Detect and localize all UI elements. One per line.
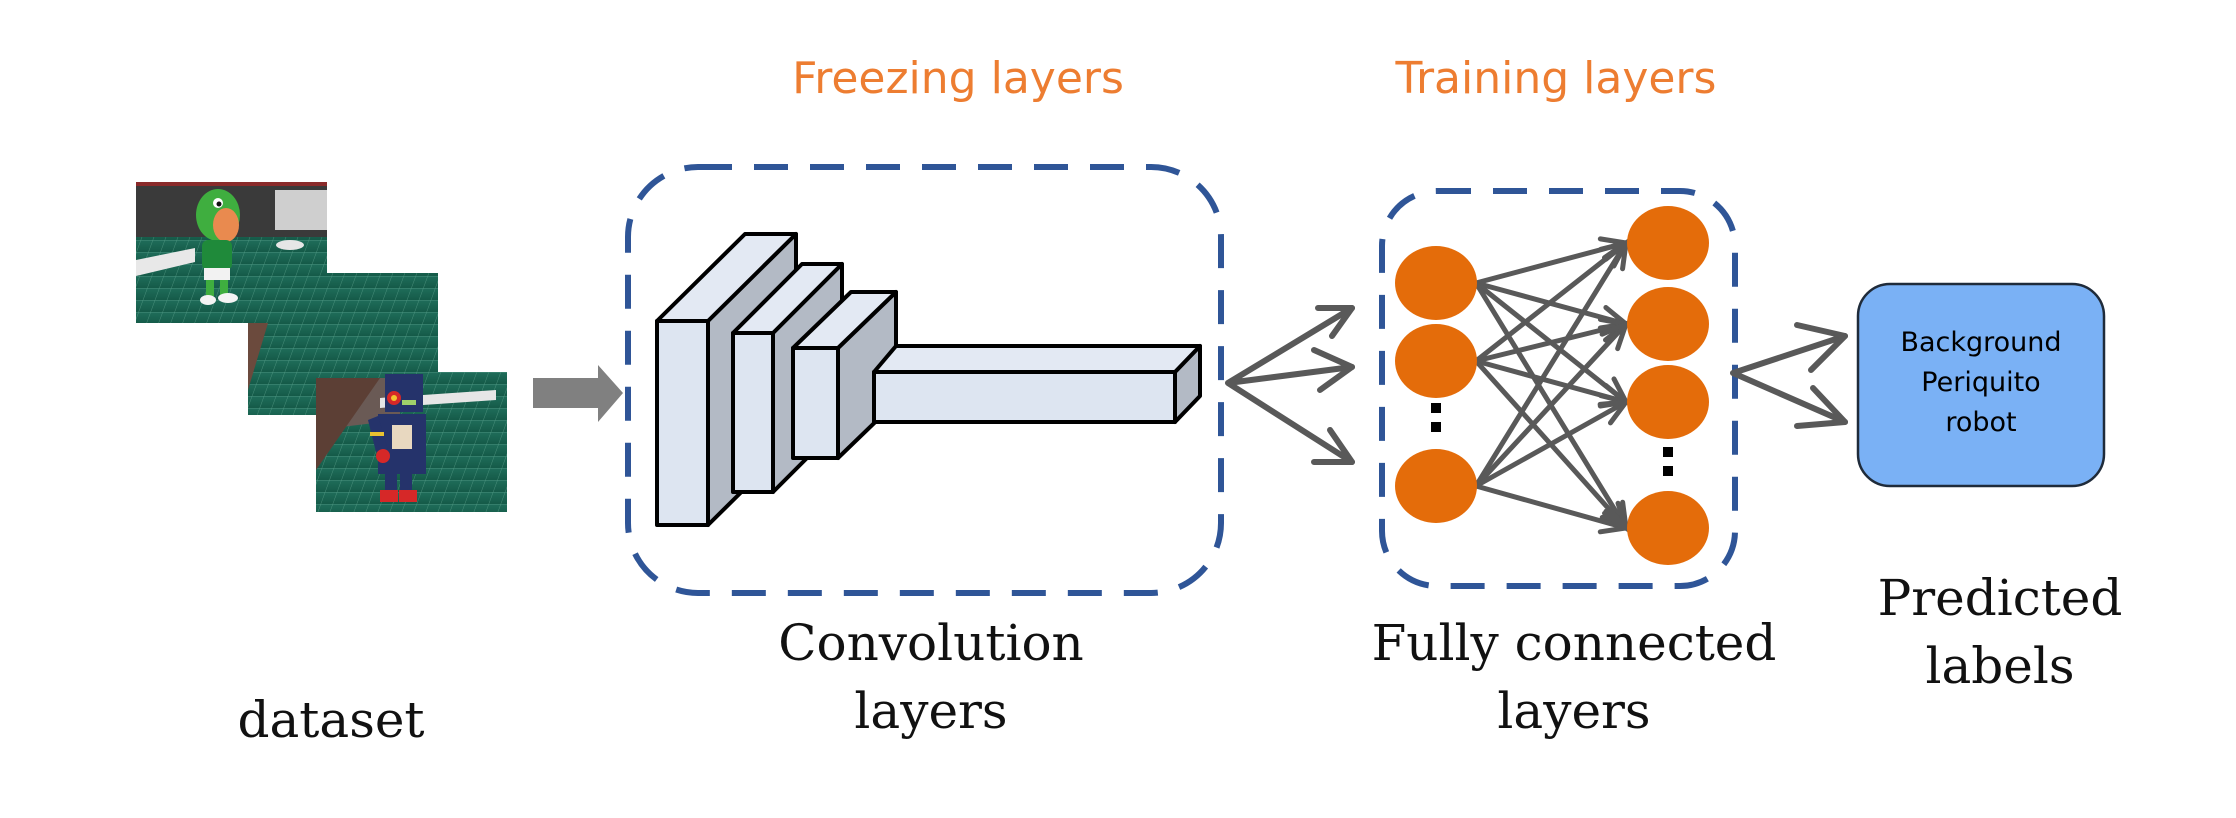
ellipsis-dot [1663, 447, 1673, 457]
dense-node-in-1 [1395, 246, 1477, 320]
label-periquito: Periquito [1921, 367, 2040, 398]
flatten-bar [872, 344, 1202, 424]
ellipsis-dot [1663, 466, 1673, 476]
convolution-caption-line2: layers [854, 682, 1007, 740]
input-arrow-icon [533, 365, 623, 422]
dataset-caption: dataset [237, 691, 424, 749]
predicted-caption-line1: Predicted [1878, 569, 2123, 627]
fan-arrows-to-output [1730, 322, 1848, 429]
fan-arrows-to-dense [1225, 305, 1355, 465]
dense-node-out-2 [1627, 287, 1709, 361]
dense-node-out-1 [1627, 206, 1709, 280]
dataset-image-robot [316, 372, 507, 512]
arrowhead-icon [1597, 399, 1632, 426]
dense-node-in-3 [1395, 449, 1477, 523]
training-layers-box [1379, 188, 1738, 589]
arrowhead-icon [1597, 508, 1632, 535]
predicted-caption-line2: labels [1925, 637, 2074, 695]
dataset-images [136, 182, 507, 512]
dense-connection [1473, 399, 1629, 489]
predicted-labels-box: Background Periquito robot [1856, 282, 2106, 488]
arrowhead-icon [1602, 237, 1630, 272]
label-robot: robot [1945, 407, 2016, 438]
ellipsis-dot [1431, 403, 1441, 413]
fully-connected-caption-line2: layers [1497, 682, 1650, 740]
network-edges [1473, 236, 1632, 535]
output-nodes [1627, 206, 1709, 565]
dense-connection [1473, 321, 1629, 364]
input-nodes [1395, 246, 1477, 523]
dense-connection [1473, 240, 1629, 489]
label-background: Background [1900, 327, 2061, 358]
freezing-layers-title: Freezing layers [792, 53, 1124, 104]
arrowhead-icon [1599, 319, 1631, 352]
freezing-layers-box [625, 164, 1224, 596]
convolution-caption-line1: Convolution [778, 614, 1084, 672]
ellipsis-dot [1431, 422, 1441, 432]
dense-connection [1473, 358, 1629, 405]
dense-node-in-2 [1395, 324, 1477, 398]
dense-node-out-3 [1627, 365, 1709, 439]
dense-node-out-4 [1627, 491, 1709, 565]
dense-connection [1473, 321, 1629, 489]
conv-block-3 [791, 290, 898, 460]
dataset-image-parrot [136, 182, 327, 323]
dense-connection [1473, 240, 1629, 364]
dense-connection [1473, 483, 1629, 531]
fully-connected-caption-line1: Fully connected [1372, 614, 1777, 672]
training-layers-title: Training layers [1395, 53, 1717, 104]
convolution-blocks [655, 232, 1202, 527]
